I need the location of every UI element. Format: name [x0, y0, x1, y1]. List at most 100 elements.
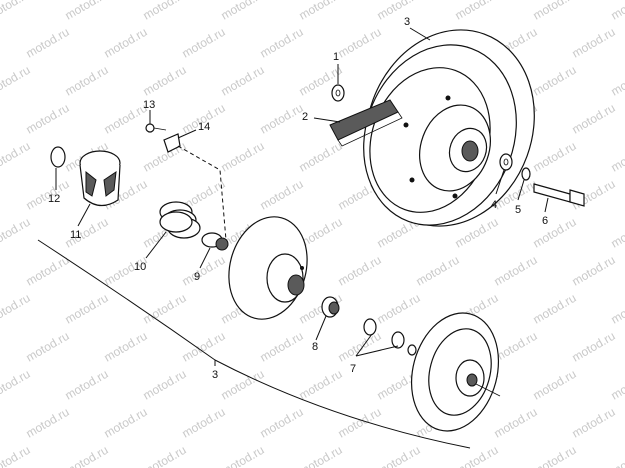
callout-4: 4	[491, 199, 497, 211]
watermark-text: motod.ru	[63, 367, 111, 403]
washer-7a	[363, 318, 377, 336]
watermark-text: motod.ru	[609, 367, 625, 403]
watermark-text: motod.ru	[336, 253, 384, 289]
watermark-text: motod.ru	[609, 0, 625, 23]
watermark-text: motod.ru	[141, 139, 189, 175]
watermark-text: motod.ru	[609, 291, 625, 327]
watermark-text: motod.ru	[258, 101, 306, 137]
watermark-text: motod.ru	[24, 25, 72, 61]
watermark-text: motod.ru	[24, 329, 72, 365]
watermark-text: motod.ru	[24, 101, 72, 137]
watermark-text: motod.ru	[63, 443, 111, 468]
callout-3-group: 3	[212, 369, 218, 381]
callout-3-top: 3	[404, 16, 410, 28]
watermark-text: motod.ru	[609, 139, 625, 175]
watermark-text: motod.ru	[609, 63, 625, 99]
bolt-6	[533, 183, 585, 207]
watermark-text: motod.ru	[492, 253, 540, 289]
drive-belt	[329, 99, 403, 147]
watermark-text: motod.ru	[531, 443, 579, 468]
watermark-text: motod.ru	[24, 405, 72, 441]
callout-2: 2	[302, 111, 308, 123]
watermark-text: motod.ru	[180, 405, 228, 441]
watermark-text: motod.ru	[453, 0, 501, 23]
watermark-text: motod.ru	[219, 63, 267, 99]
spring-10	[159, 201, 201, 239]
watermark-text: motod.ru	[570, 329, 618, 365]
watermark-text: motod.ru	[0, 443, 33, 468]
watermark-text: motod.ru	[336, 329, 384, 365]
watermark-text: motod.ru	[102, 329, 150, 365]
snap-ring-12	[50, 146, 66, 168]
watermark-text: motod.ru	[609, 215, 625, 251]
watermark-text: motod.ru	[531, 291, 579, 327]
watermark-text: motod.ru	[375, 443, 423, 468]
watermark-text: motod.ru	[0, 367, 33, 403]
watermark-text: motod.ru	[63, 291, 111, 327]
callout-6: 6	[542, 215, 548, 227]
callout-10: 10	[134, 261, 146, 273]
fixed-sheave	[410, 312, 501, 432]
drive-sheave-assembly	[363, 29, 535, 227]
watermark-text: motod.ru	[531, 139, 579, 175]
callout-13: 13	[143, 99, 155, 111]
callout-9: 9	[194, 271, 200, 283]
watermark-text: motod.ru	[180, 25, 228, 61]
watermark-text: motod.ru	[219, 139, 267, 175]
callout-12: 12	[48, 193, 60, 205]
watermark-text: motod.ru	[297, 139, 345, 175]
watermark-text: motod.ru	[492, 405, 540, 441]
watermark-text: motod.ru	[375, 0, 423, 23]
callout-14: 14	[198, 121, 210, 133]
watermark-text: motod.ru	[570, 25, 618, 61]
watermark-text: motod.ru	[336, 405, 384, 441]
watermark-text: motod.ru	[258, 177, 306, 213]
watermark-text: motod.ru	[414, 253, 462, 289]
callout-11: 11	[70, 229, 81, 241]
cam-11	[79, 150, 121, 207]
watermark-text: motod.ru	[102, 405, 150, 441]
watermark-text: motod.ru	[24, 253, 72, 289]
watermark-text: motod.ru	[141, 367, 189, 403]
watermark-text: motod.ru	[570, 101, 618, 137]
watermark-text: motod.ru	[258, 405, 306, 441]
watermark-text: motod.ru	[180, 253, 228, 289]
watermark-text: motod.ru	[0, 63, 33, 99]
roller-14	[163, 133, 181, 153]
watermark-text: motod.ru	[0, 215, 33, 251]
callout-1: 1	[333, 51, 339, 63]
callout-7: 7	[350, 363, 356, 375]
watermark-text: motod.ru	[219, 443, 267, 468]
watermark-text: motod.ru	[0, 0, 33, 23]
watermark-text: motod.ru	[531, 367, 579, 403]
watermark-text: motod.ru	[180, 329, 228, 365]
watermark-text: motod.ru	[336, 25, 384, 61]
watermark-text: motod.ru	[297, 367, 345, 403]
watermark-text: motod.ru	[258, 25, 306, 61]
watermark-text: motod.ru	[102, 25, 150, 61]
washer-1	[331, 84, 345, 102]
moveable-sheave	[228, 216, 308, 320]
washer-4	[499, 153, 513, 171]
bushing-8	[321, 296, 340, 318]
watermark-text: motod.ru	[375, 291, 423, 327]
watermark-text: motod.ru	[297, 0, 345, 23]
watermark-text: motod.ru	[0, 291, 33, 327]
watermark-text: motod.ru	[63, 0, 111, 23]
watermark-text: motod.ru	[531, 63, 579, 99]
watermark-text: motod.ru	[297, 443, 345, 468]
watermark-text: motod.ru	[141, 443, 189, 468]
callout-8: 8	[312, 341, 318, 353]
bushing-9	[201, 232, 229, 251]
watermark-text: motod.ru	[141, 63, 189, 99]
watermark-text: motod.ru	[258, 329, 306, 365]
watermark-text: motod.ru	[531, 215, 579, 251]
watermark-text: motod.ru	[570, 253, 618, 289]
watermark-text: motod.ru	[63, 63, 111, 99]
watermark-text: motod.ru	[531, 0, 579, 23]
lock-washer-5	[521, 167, 531, 181]
watermark-text: motod.ru	[453, 443, 501, 468]
watermark-text: motod.ru	[570, 405, 618, 441]
